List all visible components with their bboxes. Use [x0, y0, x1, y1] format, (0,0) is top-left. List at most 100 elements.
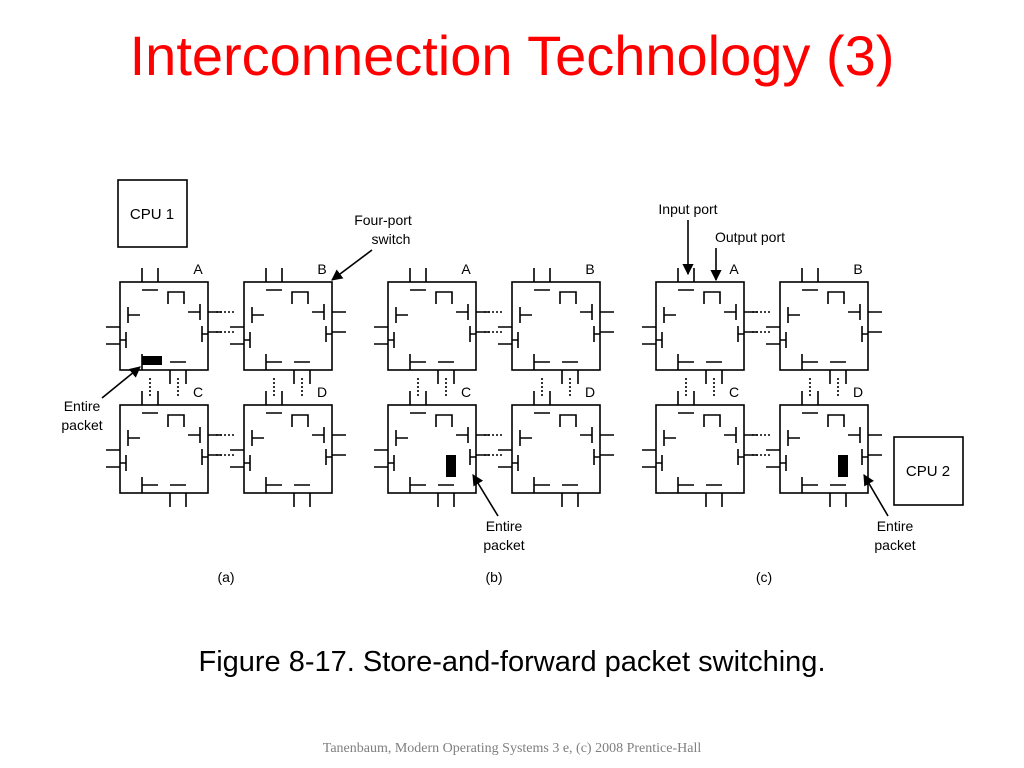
port-glyph: [293, 484, 311, 507]
port-glyph: [737, 326, 758, 342]
port-glyph: [169, 361, 187, 384]
switch-label-c: C: [729, 384, 739, 400]
panel-label-c: (c): [756, 569, 772, 585]
switch-label-d: D: [317, 384, 327, 400]
port-glyph: [705, 484, 723, 507]
port-glyph: [230, 332, 251, 348]
packet-block: [838, 455, 848, 477]
port-glyph: [861, 326, 882, 342]
packet-block: [446, 455, 456, 477]
port-glyph: [437, 484, 455, 507]
port-glyph: [374, 307, 408, 328]
port-glyph: [456, 427, 490, 443]
port-glyph: [201, 449, 222, 465]
port-glyph: [533, 477, 550, 493]
port-glyph: [469, 326, 490, 342]
port-glyph: [642, 430, 676, 451]
port-glyph: [766, 430, 800, 451]
output-port-label: Output port: [715, 229, 785, 245]
entire-packet-b-line1: Entire: [486, 518, 523, 534]
port-glyph: [861, 449, 882, 465]
port-glyph: [801, 391, 819, 414]
port-glyph: [230, 455, 251, 471]
port-glyph: [293, 361, 311, 384]
cpu2-label: CPU 2: [906, 463, 950, 480]
port-glyph: [106, 430, 140, 451]
switch-box: [387, 281, 477, 371]
port-glyph: [593, 326, 614, 342]
port-glyph: [312, 304, 346, 320]
figure-caption: Figure 8-17. Store-and-forward packet sw…: [198, 646, 826, 678]
switch-box: [511, 404, 601, 494]
port-glyph: [141, 268, 159, 291]
panel-label-b: (b): [485, 569, 502, 585]
switch-box: [655, 404, 745, 494]
port-glyph: [559, 414, 577, 427]
port-glyph: [642, 332, 663, 348]
port-glyph: [593, 449, 614, 465]
entire-packet-a-arrow: [101, 366, 141, 399]
port-glyph: [374, 332, 395, 348]
switch-box: [779, 404, 869, 494]
port-glyph: [848, 304, 882, 320]
port-glyph: [265, 477, 282, 493]
port-glyph: [167, 414, 185, 427]
port-glyph: [705, 361, 723, 384]
switch-label-a: A: [193, 261, 203, 277]
port-glyph: [801, 354, 818, 370]
port-glyph: [561, 484, 579, 507]
four-port-switch-label-line1: Four-port: [354, 212, 412, 228]
port-glyph: [456, 304, 490, 320]
port-glyph: [703, 291, 721, 304]
port-glyph: [801, 477, 818, 493]
port-glyph: [703, 414, 721, 427]
port-glyph: [291, 414, 309, 427]
port-glyph: [498, 430, 532, 451]
port-glyph: [374, 430, 408, 451]
port-glyph: [201, 326, 222, 342]
port-glyph: [561, 361, 579, 384]
port-glyph: [265, 391, 283, 414]
port-glyph: [580, 304, 614, 320]
switch-box: [243, 281, 333, 371]
port-glyph: [724, 427, 758, 443]
entire-packet-b-arrow: [472, 474, 499, 517]
four-port-switch-arrow: [331, 249, 373, 281]
port-glyph: [642, 307, 676, 328]
port-glyph: [265, 268, 283, 291]
switch-box: [243, 404, 333, 494]
port-glyph: [188, 427, 222, 443]
switch-box: [119, 281, 209, 371]
switch-box: [655, 281, 745, 371]
port-glyph: [533, 391, 551, 414]
switch-label-c: C: [461, 384, 471, 400]
port-glyph: [437, 361, 455, 384]
port-glyph: [141, 477, 158, 493]
port-glyph: [291, 291, 309, 304]
switch-box: [511, 281, 601, 371]
entire-packet-c-line1: Entire: [877, 518, 914, 534]
port-glyph: [677, 268, 695, 291]
slide-title: Interconnection Technology (3): [129, 24, 895, 87]
port-glyph: [106, 455, 127, 471]
port-glyph: [827, 414, 845, 427]
port-glyph: [230, 430, 264, 451]
port-glyph: [469, 449, 490, 465]
port-glyph: [498, 307, 532, 328]
entire-packet-a-line1: Entire: [64, 398, 101, 414]
port-glyph: [409, 268, 427, 291]
port-glyph: [498, 332, 519, 348]
port-glyph: [848, 427, 882, 443]
cpu1-label: CPU 1: [130, 206, 174, 223]
switch-label-a: A: [729, 261, 739, 277]
port-glyph: [325, 449, 346, 465]
switch-box: [387, 404, 477, 494]
port-glyph: [325, 326, 346, 342]
switch-label-c: C: [193, 384, 203, 400]
port-glyph: [801, 268, 819, 291]
port-glyph: [409, 391, 427, 414]
port-glyph: [312, 427, 346, 443]
